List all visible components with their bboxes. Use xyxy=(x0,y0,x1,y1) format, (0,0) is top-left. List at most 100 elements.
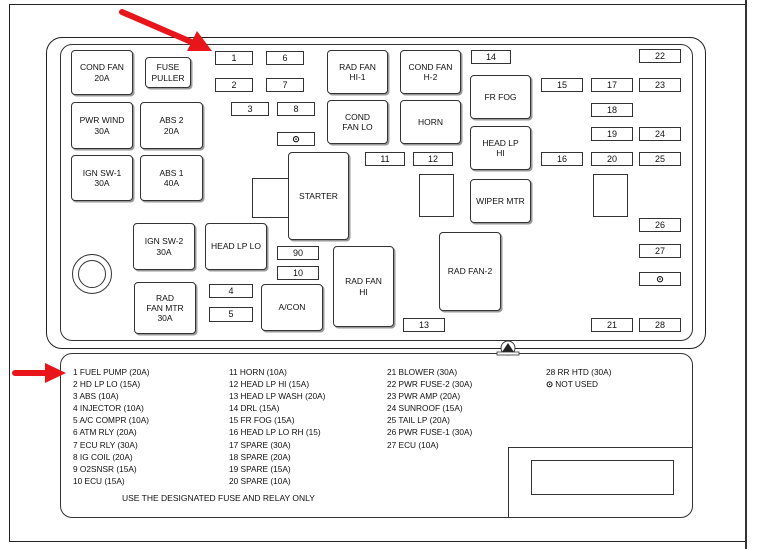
empty-slot xyxy=(419,174,454,217)
relay-ign-sw1-30a: IGN SW-1 30A xyxy=(71,155,133,201)
legend-item: 17 SPARE (30A) xyxy=(229,439,291,450)
legend-item: 4 INJECTOR (10A) xyxy=(73,403,144,414)
legend-column-4: 28 RR HTD (30A) ⊙ NOT USED xyxy=(546,366,611,390)
arrow-icon xyxy=(119,9,212,51)
legend-item: 13 HEAD LP WASH (20A) xyxy=(229,391,326,402)
not-used-icon: ⊙ xyxy=(656,273,664,284)
legend-item: 15 FR FOG (15A) xyxy=(229,415,295,426)
relay-abs1-40a: ABS 1 40A xyxy=(140,155,203,201)
relay-head-lp-hi: HEAD LP HI xyxy=(470,126,531,170)
legend-item: 8 IG COIL (20A) xyxy=(73,451,133,462)
fuse-13: 13 xyxy=(403,318,445,332)
fuse-10: 10 xyxy=(277,266,319,280)
relay-head-lp-lo: HEAD LP LO xyxy=(205,223,267,270)
fuse-5: 5 xyxy=(209,307,253,322)
fuse-6: 6 xyxy=(266,51,304,65)
not-used-icon: ⊙ xyxy=(546,379,553,390)
relay-horn: HORN xyxy=(400,100,461,144)
relay-cond-fan-lo: COND FAN LO xyxy=(327,100,388,144)
fuse-21: 21 xyxy=(591,318,633,332)
legend-column-2: 11 HORN (10A) 12 HEAD LP HI (15A) 13 HEA… xyxy=(229,366,325,487)
legend-item: 2 HD LP LO (15A) xyxy=(73,379,141,390)
fuse-19: 19 xyxy=(591,127,633,141)
fuse-8: 8 xyxy=(277,102,315,116)
legend-item: 25 TAIL LP (20A) xyxy=(387,415,450,426)
relay-ign-sw2-30a: IGN SW-2 30A xyxy=(133,223,195,270)
legend-item: 23 PWR AMP (20A) xyxy=(387,391,461,402)
relay-pwr-wind-30a: PWR WIND 30A xyxy=(71,102,133,149)
relay-fr-fog: FR FOG xyxy=(470,75,531,119)
fuse-puller: FUSE PULLER xyxy=(145,57,191,88)
fuse-25: 25 xyxy=(639,152,681,166)
fuse-22: 22 xyxy=(639,49,681,63)
legend-item: 16 HEAD LP LO RH (15) xyxy=(229,427,321,438)
legend-item: 22 PWR FUSE-2 (30A) xyxy=(387,379,473,390)
fuse-legend-panel xyxy=(60,353,693,518)
not-used-icon: ⊙ xyxy=(292,133,300,144)
label-box xyxy=(531,460,674,495)
legend-item: 24 SUNROOF (15A) xyxy=(387,403,463,414)
legend-item: 14 DRL (15A) xyxy=(229,403,280,414)
fuse-28: 28 xyxy=(639,318,681,332)
fuse-box-panel xyxy=(60,44,693,341)
legend-item: 9 O2SNSR (15A) xyxy=(73,463,137,474)
fuse-7: 7 xyxy=(266,78,304,92)
fuse-3: 3 xyxy=(231,102,269,116)
legend-item: 12 HEAD LP HI (15A) xyxy=(229,379,310,390)
relay-starter: STARTER xyxy=(288,152,349,240)
legend-item: 5 A/C COMPR (10A) xyxy=(73,415,150,426)
legend-item: 6 ATM RLY (20A) xyxy=(73,427,137,438)
legend-item: 7 ECU RLY (30A) xyxy=(73,439,138,450)
label-box-outline xyxy=(508,447,692,517)
fuse-12: 12 xyxy=(413,152,453,166)
legend-item: 26 PWR FUSE-1 (30A) xyxy=(387,427,473,438)
relay-abs2-20a: ABS 2 20A xyxy=(140,102,203,149)
relay-acon: A/CON xyxy=(261,284,323,331)
fuse-usage-note: USE THE DESIGNATED FUSE AND RELAY ONLY xyxy=(122,493,315,503)
fuse-27: 27 xyxy=(639,244,681,258)
legend-not-used: ⊙ NOT USED xyxy=(546,378,611,390)
fuse-11: 11 xyxy=(365,152,405,166)
legend-item: 27 ECU (10A) xyxy=(387,439,439,450)
fuse-26: 26 xyxy=(639,218,681,232)
relay-rad-fan-hi: RAD FAN HI xyxy=(333,246,394,327)
legend-item: 10 ECU (15A) xyxy=(73,475,125,486)
fuse-20: 20 xyxy=(591,152,633,166)
relay-wiper-mtr: WIPER MTR xyxy=(470,179,531,223)
legend-item: 1 FUEL PUMP (20A) xyxy=(73,367,150,377)
legend-item: 11 HORN (10A) xyxy=(229,367,287,377)
arrow-icon xyxy=(12,363,66,383)
relay-cond-fan-20a: COND FAN 20A xyxy=(71,50,133,95)
relay-rad-fan-mtr-30a: RAD FAN MTR 30A xyxy=(134,282,196,334)
legend-column-1: 1 FUEL PUMP (20A) 2 HD LP LO (15A) 3 ABS… xyxy=(73,366,150,487)
fuse-16: 16 xyxy=(541,152,583,166)
ground-stud xyxy=(72,254,112,294)
legend-item: 20 SPARE (10A) xyxy=(229,475,291,486)
relay-rad-fan-2: RAD FAN-2 xyxy=(439,232,501,311)
fuse-24: 24 xyxy=(639,127,681,141)
brand-logo-icon xyxy=(496,340,520,356)
fuse-2: 2 xyxy=(215,78,253,92)
fuse-18: 18 xyxy=(591,103,633,117)
not-used-slot: ⊙ xyxy=(639,272,681,286)
empty-slot xyxy=(593,174,628,217)
starter-tab xyxy=(252,178,289,218)
fuse-15: 15 xyxy=(541,78,583,92)
legend-item: 21 BLOWER (30A) xyxy=(387,367,458,377)
fuse-4: 4 xyxy=(209,284,253,298)
relay-cond-fan-h2: COND FAN H-2 xyxy=(400,50,461,94)
not-used-label: NOT USED xyxy=(555,379,598,390)
fuse-1: 1 xyxy=(215,51,253,65)
legend-column-3: 21 BLOWER (30A) 22 PWR FUSE-2 (30A) 23 P… xyxy=(387,366,472,451)
legend-item: 18 SPARE (20A) xyxy=(229,451,291,462)
legend-item: 28 RR HTD (30A) xyxy=(546,367,612,377)
relay-rad-fan-hi1: RAD FAN HI-1 xyxy=(327,50,388,94)
not-used-slot: ⊙ xyxy=(277,132,315,146)
fuse-90: 90 xyxy=(277,246,319,260)
legend-item: 3 ABS (10A) xyxy=(73,391,119,402)
legend-item: 19 SPARE (15A) xyxy=(229,463,291,474)
fuse-17: 17 xyxy=(591,78,633,92)
fuse-14: 14 xyxy=(471,50,511,64)
fuse-box-outline xyxy=(46,37,706,349)
fuse-23: 23 xyxy=(639,78,681,92)
